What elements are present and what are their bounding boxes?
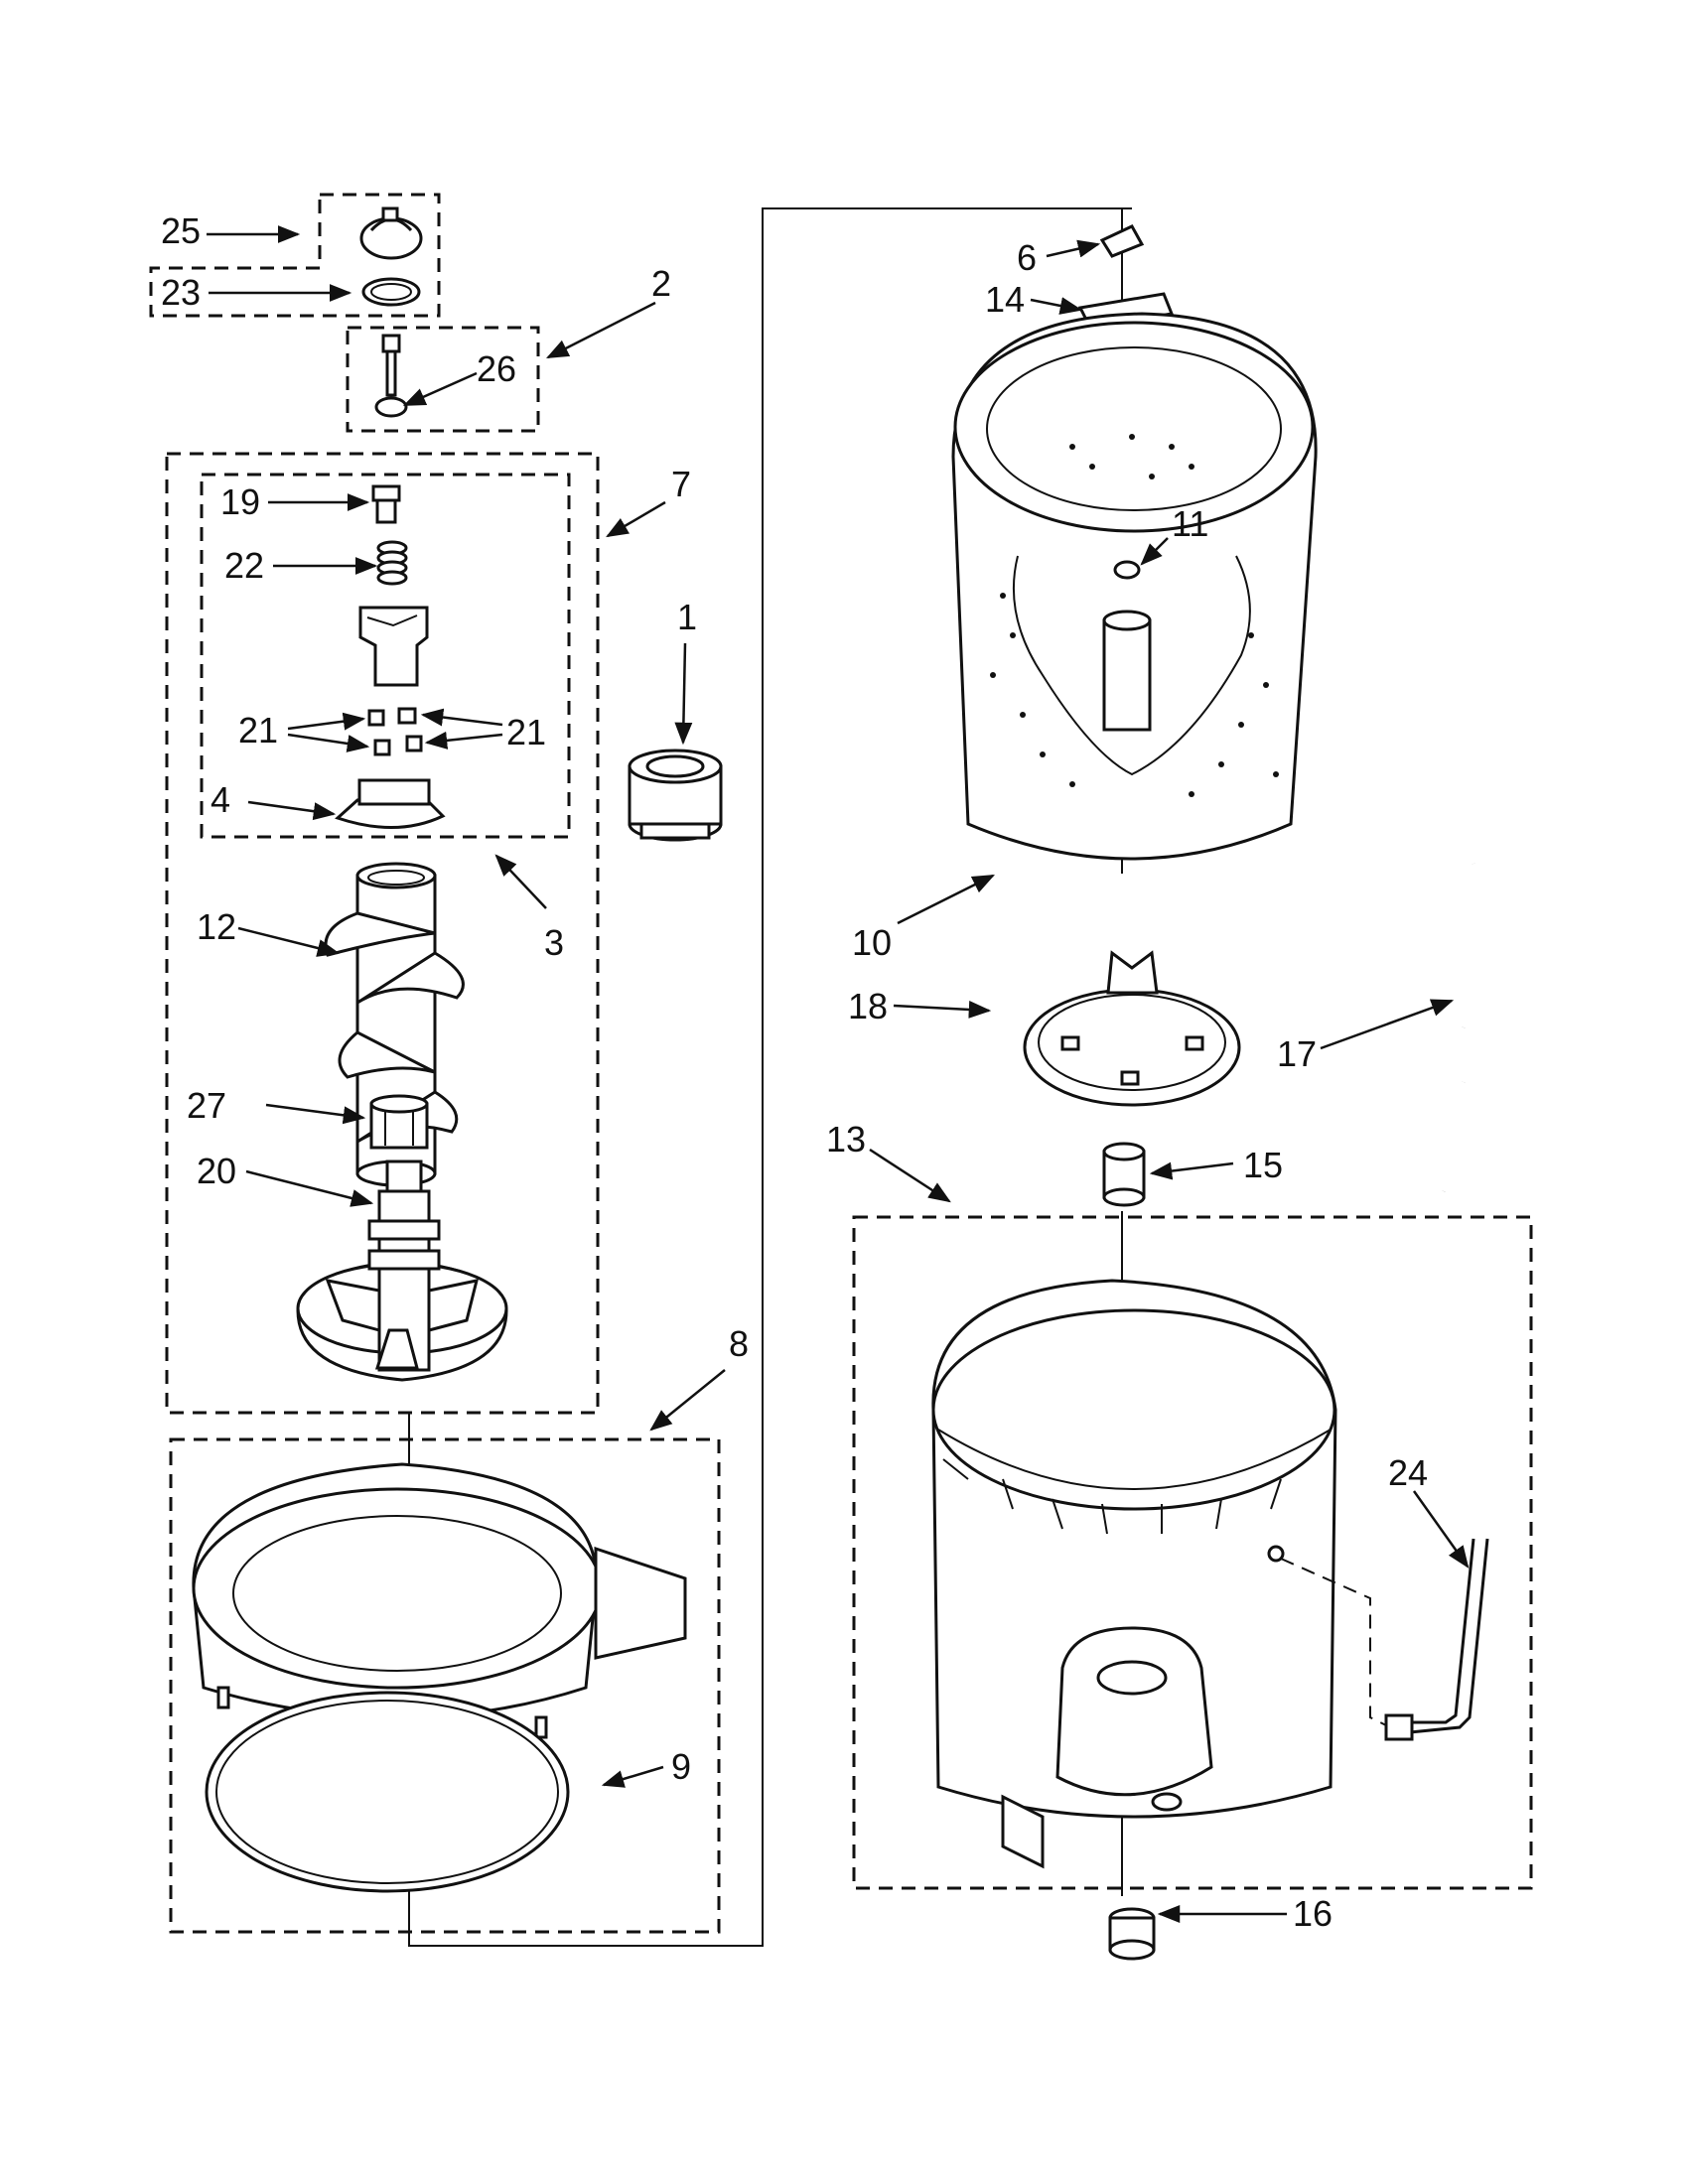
part-dogs <box>367 707 423 756</box>
part-gasket <box>205 1691 570 1893</box>
label-8: 8 <box>729 1323 749 1364</box>
label-1: 1 <box>677 597 697 637</box>
part-basket <box>951 312 1318 861</box>
label-3: 3 <box>544 922 564 963</box>
label-18: 18 <box>848 986 888 1026</box>
box-8 <box>169 1437 721 1934</box>
box-3 <box>200 473 571 839</box>
label-11: 11 <box>1172 503 1208 544</box>
box-7 <box>165 452 600 1415</box>
label-14: 14 <box>985 279 1025 320</box>
label-15: 15 <box>1243 1145 1283 1185</box>
part-hose-17 <box>1441 863 1478 1192</box>
part-agitator <box>296 1160 508 1382</box>
label-20: 20 <box>197 1151 236 1191</box>
part-tub-ring <box>192 1462 687 1761</box>
group-boxes <box>149 193 1533 1934</box>
leader-arrows <box>207 225 1470 1923</box>
label-27: 27 <box>187 1085 226 1126</box>
label-13: 13 <box>826 1119 866 1160</box>
box-23-25 <box>149 193 441 318</box>
label-7: 7 <box>671 464 691 504</box>
label-26: 26 <box>477 348 516 389</box>
part-collar <box>369 1094 429 1150</box>
part-seal-ring <box>361 277 421 307</box>
part-cap-19 <box>371 484 401 524</box>
label-4: 4 <box>210 779 230 820</box>
part-cam-base <box>335 778 446 830</box>
part-nut-6 <box>1099 224 1145 258</box>
box-2 <box>346 326 540 433</box>
label-24: 24 <box>1388 1452 1428 1493</box>
label-21-right: 21 <box>506 712 546 752</box>
label-25: 25 <box>161 210 201 251</box>
part-bolt <box>374 334 408 418</box>
label-10: 10 <box>852 922 892 963</box>
part-cap <box>359 206 423 260</box>
label-17: 17 <box>1277 1033 1317 1074</box>
label-9: 9 <box>671 1746 691 1787</box>
box-13 <box>852 1215 1533 1890</box>
part-filter <box>1023 950 1241 1107</box>
part-labels: 25 23 2 26 7 19 22 21 21 4 1 3 12 27 20 … <box>161 210 1428 1934</box>
label-19: 19 <box>220 481 260 522</box>
part-spring <box>376 540 408 586</box>
part-hose-24 <box>1280 1538 1489 1741</box>
label-22: 22 <box>224 545 264 586</box>
part-cam <box>358 606 429 687</box>
label-23: 23 <box>161 272 201 313</box>
part-coupler <box>1102 1142 1146 1207</box>
label-16: 16 <box>1293 1893 1333 1934</box>
part-bushing <box>628 749 723 842</box>
basket-holes <box>990 434 1279 797</box>
part-plug-16 <box>1108 1907 1156 1961</box>
part-outer-tub <box>931 1279 1337 1869</box>
label-2: 2 <box>651 263 671 304</box>
label-21-left: 21 <box>238 710 278 751</box>
label-6: 6 <box>1017 237 1037 278</box>
label-12: 12 <box>197 906 236 947</box>
